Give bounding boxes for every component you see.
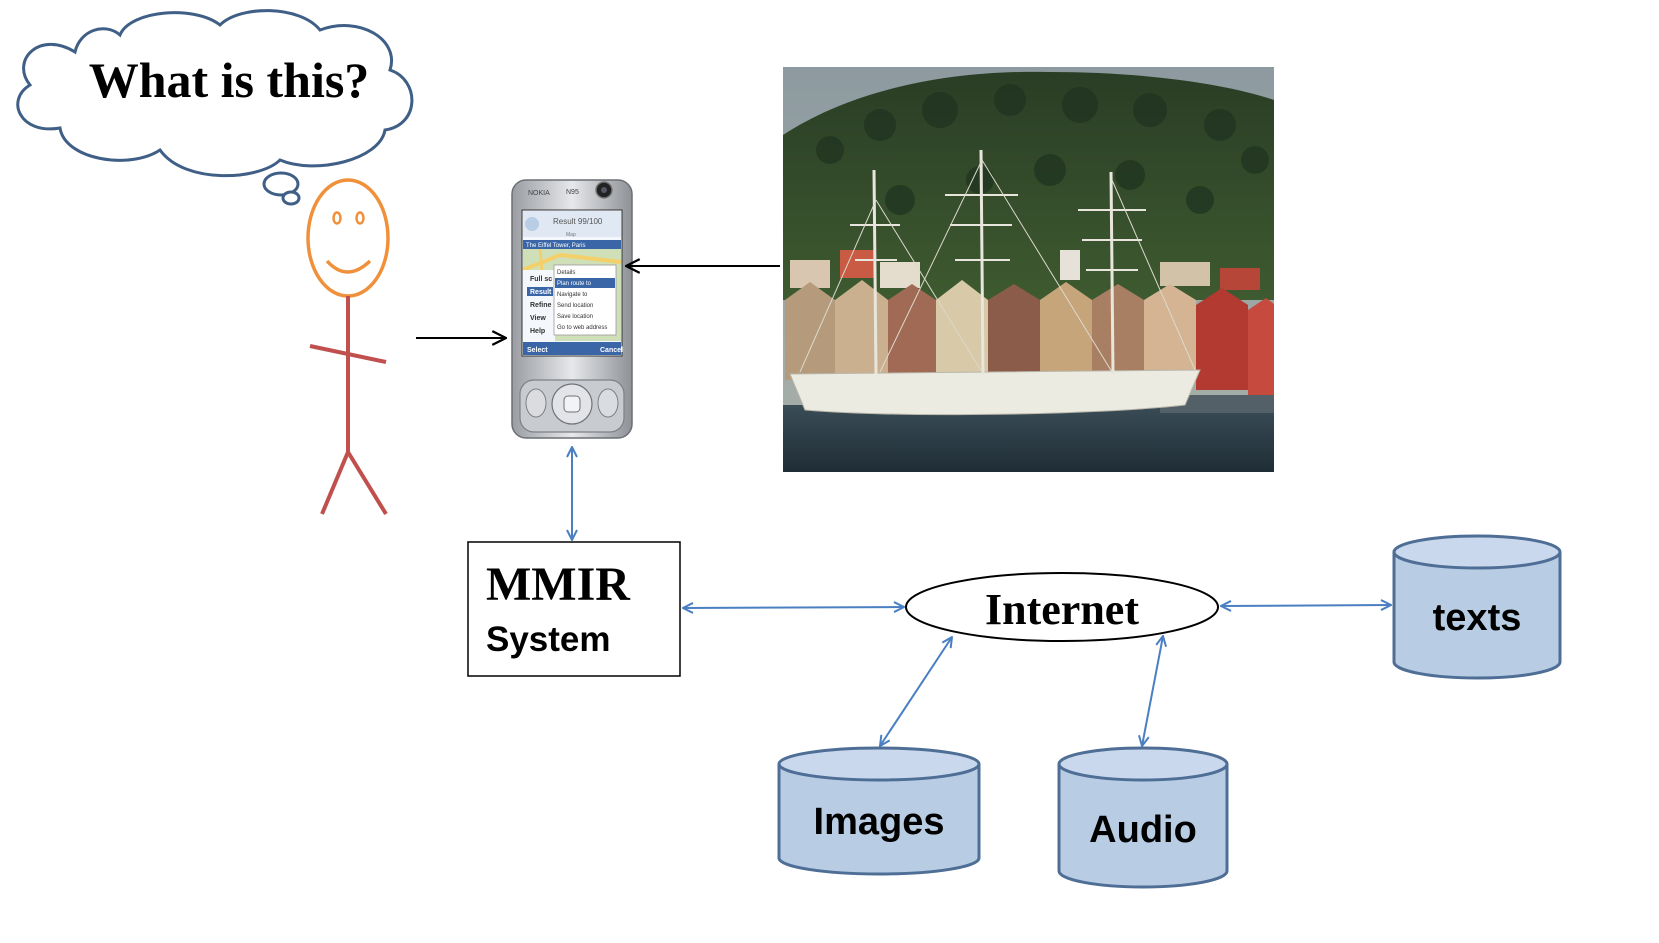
softkey-bar — [523, 342, 621, 355]
stick-eye-left — [332, 211, 342, 225]
stick-smile — [325, 259, 372, 274]
left-menu-bg — [523, 270, 555, 341]
stick-leg-right — [346, 450, 388, 516]
left-menu-item[interactable]: View — [530, 315, 546, 322]
map-road-1 — [522, 252, 622, 272]
left-menu-item[interactable]: Result — [530, 289, 552, 296]
left-menu-item[interactable]: Help — [530, 328, 545, 335]
database-texts: texts — [1392, 534, 1562, 680]
thought-cloud: What is this? — [16, 9, 414, 206]
left-menu-item[interactable]: Full sc — [530, 276, 552, 283]
stick-figure — [306, 178, 390, 516]
database-label-images: Images — [814, 801, 945, 843]
popup-menu-item[interactable]: Save location — [557, 314, 593, 320]
internet-label: Internet — [985, 585, 1139, 634]
photo-water — [783, 405, 1274, 472]
mmir-title: MMIR — [486, 558, 631, 611]
popup-menu-item[interactable]: Go to web address — [557, 325, 607, 331]
cloud-bubble-large — [262, 171, 300, 197]
stick-eye-right — [355, 211, 365, 225]
harbor-photo — [783, 67, 1274, 472]
arrow-internet-texts — [1221, 605, 1391, 606]
left-menu-item[interactable]: Refine — [530, 302, 552, 309]
phone-brand: NOKIA — [528, 190, 550, 197]
popup-menu-item[interactable]: Details — [557, 270, 575, 276]
stick-leg-left — [320, 451, 350, 515]
internet-ellipse — [905, 572, 1219, 642]
photo-tall-ship — [789, 149, 1201, 416]
screen-result-subtitle: The Eiffel Tower, Paris — [526, 243, 585, 249]
photo-dock — [1160, 395, 1274, 413]
phone-right-key[interactable] — [597, 388, 619, 418]
cloud-shape — [16, 9, 414, 178]
phone-camera-lens — [601, 187, 607, 193]
database-images: Images — [777, 746, 981, 876]
cylinder-body — [777, 764, 981, 876]
photo-hill-houses — [790, 250, 1260, 290]
arrow-internet-audio — [1142, 636, 1163, 746]
screen-result-title: Result 99/100 — [553, 217, 603, 226]
stick-arms — [309, 344, 387, 364]
popup-menu-item[interactable]: Send location — [557, 303, 593, 309]
phone-model: N95 — [566, 189, 579, 196]
popup-menu-bg — [553, 264, 617, 336]
database-label-audio: Audio — [1089, 809, 1197, 851]
left-menu-highlight — [527, 287, 553, 296]
thought-text: What is this? — [89, 52, 370, 108]
screen-header — [523, 211, 621, 237]
internet-node: Internet — [905, 572, 1219, 642]
softkey-left[interactable]: Select — [527, 347, 548, 354]
database-audio: Audio — [1057, 746, 1229, 889]
result-icon — [525, 217, 539, 231]
softkey-right[interactable]: Cancel — [600, 347, 623, 354]
cylinder-top — [777, 746, 981, 782]
cylinder-body — [1392, 552, 1562, 680]
phone-select-key[interactable] — [563, 395, 581, 413]
popup-menu-item[interactable]: Plan route to — [557, 281, 592, 287]
cylinder-top — [1392, 534, 1562, 570]
screen-subtitle-bar — [523, 240, 621, 249]
photo-hillside — [783, 71, 1274, 301]
arrow-mmir-internet — [683, 607, 904, 608]
mmir-system-box: MMIR System — [467, 541, 681, 677]
cylinder-body — [1057, 764, 1229, 889]
stick-head — [306, 178, 390, 298]
photo-trees — [816, 84, 1269, 215]
phone-left-key[interactable] — [525, 388, 547, 418]
cylinder-top — [1057, 746, 1229, 782]
cloud-bubble-small — [281, 190, 301, 206]
mmir-box-frame — [467, 541, 681, 677]
left-menu: Full sc Result Refine View Help — [527, 276, 553, 335]
popup-menu-item[interactable]: Navigate to — [557, 292, 588, 298]
database-label-texts: texts — [1433, 597, 1522, 639]
mobile-phone: NOKIA N95 Result 99/100 Map The Eiffel T… — [511, 179, 633, 439]
mmir-subtitle: System — [486, 620, 611, 659]
arrow-internet-images — [880, 637, 952, 746]
popup-menu: Details Plan route to Navigate to Send l… — [557, 270, 607, 331]
connections — [572, 447, 1391, 746]
popup-menu-highlight — [555, 278, 615, 288]
screen-map-label: Map — [566, 232, 576, 238]
